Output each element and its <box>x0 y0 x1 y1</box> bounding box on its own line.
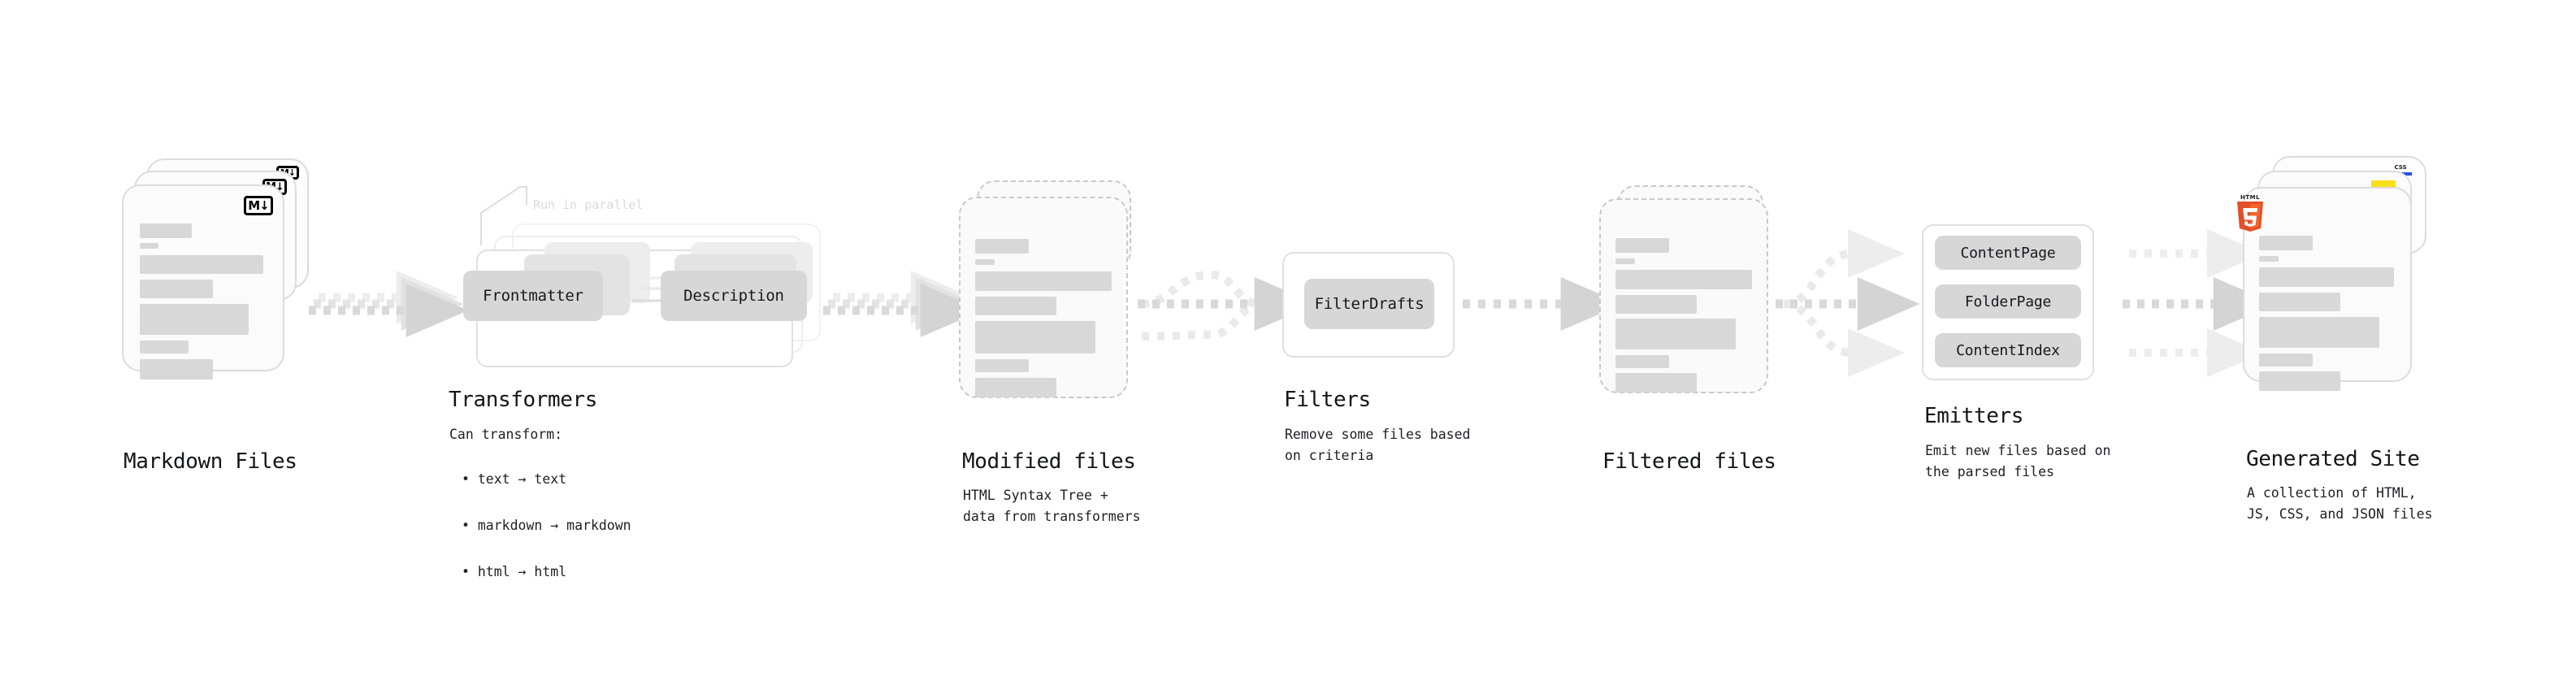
skeleton-bar <box>1615 319 1736 349</box>
skeleton-bar <box>975 321 1095 354</box>
stage-emitters: ContentPage FolderPage ContentIndex <box>1922 224 2125 395</box>
skeleton-bar <box>140 255 263 274</box>
markdown-badge: M↓ <box>244 196 273 215</box>
skeleton-bar <box>975 297 1056 315</box>
stage-title-filtered-files: Filtered files <box>1602 449 1776 474</box>
stage-title-modified-files: Modified files <box>962 449 1136 474</box>
stage-caption-transformers: Can transform: <box>449 427 563 442</box>
skeleton-bar <box>1615 373 1697 393</box>
skeleton-bar <box>2259 354 2313 367</box>
stage-modified-files <box>959 180 1170 424</box>
stage-title-generated-site: Generated Site <box>2246 447 2420 471</box>
stage-title-markdown-files: Markdown Files <box>124 449 297 474</box>
emitters-chip-contentindex[interactable]: ContentIndex <box>1935 333 2081 367</box>
skeleton-bar <box>1615 355 1669 368</box>
html5-badge-label: HTML <box>2240 194 2261 201</box>
transformers-bullet: • text → text <box>462 471 567 488</box>
stage-caption-modified-files: HTML Syntax Tree + data from transformer… <box>963 488 1141 524</box>
emitters-chip-folderpage[interactable]: FolderPage <box>1935 284 2081 319</box>
filtered-skeleton <box>1601 200 1767 393</box>
transformer-chip-description[interactable]: Description <box>661 271 807 321</box>
filtered-doc-front[interactable] <box>1599 198 1768 393</box>
skeleton-bar <box>975 378 1056 397</box>
css3-badge-label: CSS <box>2394 164 2407 171</box>
skeleton-bar <box>975 359 1029 372</box>
markdown-doc-front[interactable]: M↓ <box>122 184 284 380</box>
connector-emitters-to-site <box>2123 229 2276 377</box>
stage-caption-emitters: Emit new files based on the parsed files <box>1925 443 2111 479</box>
transformer-chip-frontmatter[interactable]: Frontmatter <box>463 271 603 321</box>
skeleton-bar <box>140 243 158 249</box>
skeleton-bar <box>975 271 1112 291</box>
markdown-doc-stack: M↓ M↓ M↓ <box>122 158 333 427</box>
stage-generated-site: CSS HTML <box>2237 156 2462 432</box>
skeleton-bar <box>140 359 213 380</box>
transformers-bullet: • markdown → markdown <box>462 518 631 534</box>
skeleton-bar <box>2259 317 2379 348</box>
generated-skeleton <box>2244 189 2410 391</box>
skeleton-bar <box>2259 236 2313 250</box>
modified-skeleton <box>961 198 1126 397</box>
skeleton-bar <box>140 304 249 335</box>
filters-chip-filterdrafts[interactable]: FilterDrafts <box>1304 279 1434 329</box>
skeleton-bar <box>140 280 213 298</box>
stage-title-transformers: Transformers <box>449 388 598 412</box>
emitters-chip-contentpage[interactable]: ContentPage <box>1935 236 2081 270</box>
skeleton-bar <box>140 340 189 354</box>
stage-filters: FilterDrafts <box>1282 252 1469 366</box>
skeleton-bar <box>1615 295 1697 314</box>
skeleton-bar <box>975 239 1029 254</box>
html5-shield-icon <box>2237 202 2263 232</box>
generated-doc-front[interactable]: HTML <box>2237 187 2412 391</box>
stage-caption-generated-site: A collection of HTML, JS, CSS, and JSON … <box>2247 485 2433 522</box>
markdown-skeleton <box>124 186 283 380</box>
modified-doc-front[interactable] <box>959 197 1128 398</box>
stage-transformers: Frontmatter Description Frontmatter Desc… <box>439 203 845 382</box>
skeleton-bar <box>1615 238 1669 253</box>
stage-filtered-files <box>1599 185 1802 429</box>
skeleton-bar <box>1615 270 1752 289</box>
skeleton-bar <box>2259 293 2340 311</box>
skeleton-bar <box>2259 256 2279 262</box>
run-in-parallel-label: Run in parallel <box>533 197 644 212</box>
transformers-bullet: • html → html <box>462 563 567 579</box>
stage-caption-filters: Remove some files based on criteria <box>1285 427 1471 463</box>
html5-badge: HTML <box>2235 195 2266 232</box>
stage-title-filters: Filters <box>1284 388 1371 412</box>
skeleton-bar <box>975 259 995 265</box>
skeleton-bar <box>2259 267 2394 287</box>
stage-title-emitters: Emitters <box>1924 404 2024 428</box>
skeleton-bar <box>2259 371 2340 391</box>
skeleton-bar <box>1615 258 1635 264</box>
transformers-bullet-list: • text → text • markdown → markdown • ht… <box>462 445 631 607</box>
skeleton-bar <box>140 223 192 238</box>
stage-markdown-files: M↓ M↓ M↓ <box>122 158 333 427</box>
